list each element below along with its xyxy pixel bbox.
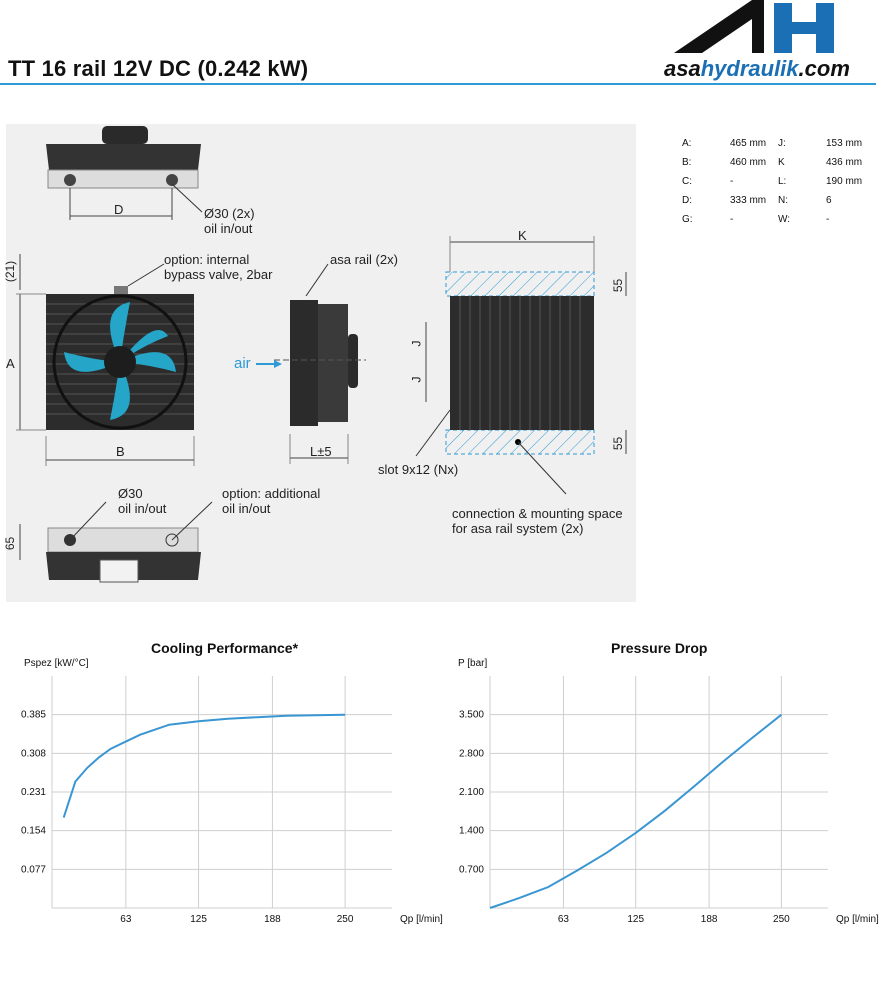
top-view [46,126,203,220]
y-tick-label: 0.077 [21,864,46,875]
spec-value: - [730,176,734,187]
ylabel-cooling: Pspez [kW/°C] [24,658,89,669]
y-tick-label: 0.700 [459,864,484,875]
label-D: D [114,202,124,217]
label-option-additional-1: option: additional [222,486,321,501]
label-B: B [116,444,125,459]
label-connection-2: for asa rail system (2x) [452,521,584,536]
spec-value: - [730,214,734,225]
spec-key: J: [778,138,786,149]
y-tick-label: 2.100 [459,787,484,798]
x-tick-label: 125 [190,914,207,925]
y-tick-label: 2.800 [459,748,484,759]
label-L5: L±5 [310,444,332,459]
label-oil-inout-2: oil in/out [118,501,167,516]
spec-key: N: [778,195,788,206]
label-option-bypass-2: bypass valve, 2bar [164,267,273,282]
spec-value: 153 mm [826,138,863,149]
label-dim55-bottom: 55 [611,436,626,451]
spec-value: 6 [826,195,832,206]
xlabel-pressure: Qp [l/min] [836,914,879,925]
label-connection-1: connection & mounting space [452,506,623,521]
label-asa-rail: asa rail (2x) [330,252,398,267]
label-air: air [234,355,251,372]
x-tick-label: 188 [701,914,718,925]
page-title: TT 16 rail 12V DC (0.242 kW) [8,56,309,81]
spec-value: 436 mm [826,157,863,168]
x-tick-label: 188 [264,914,281,925]
side-view [256,263,366,464]
logo-text: asahydraulik.com [664,56,850,81]
cooling-series-line [62,713,346,818]
y-tick-label: 0.385 [21,710,46,721]
x-tick-label: 125 [627,914,644,925]
spec-key: W: [778,214,791,225]
label-dim65: 65 [3,536,18,551]
spec-key: K [778,157,785,168]
y-tick-label: 0.231 [21,787,46,798]
rail-view [415,236,627,495]
spec-value: 465 mm [730,138,767,149]
header-rule [0,83,876,85]
label-dim55-top: 55 [611,278,626,293]
label-option-additional-2: oil in/out [222,501,271,516]
x-tick-label: 63 [120,914,132,925]
bottom-view [19,501,213,583]
spec-key: L: [778,176,787,187]
spec-value: - [826,214,830,225]
x-tick-label: 250 [337,914,354,925]
label-oil30: Ø30 [118,486,143,501]
label-K: K [518,228,527,243]
label-J1: J [409,340,424,347]
front-view [16,254,195,466]
chart-title-cooling: Cooling Performance* [151,640,299,656]
spec-value: 190 mm [826,176,863,187]
spec-value: 460 mm [730,157,767,168]
spec-value: 333 mm [730,195,767,206]
label-option-bypass-1: option: internal [164,252,250,267]
spec-key: D: [682,195,692,206]
y-tick-label: 3.500 [459,710,484,721]
asa-logo-mark [674,0,834,53]
y-tick-label: 0.154 [21,826,46,837]
spec-key: C: [682,176,692,187]
label-oil30-2x: Ø30 (2x) [204,206,255,221]
y-tick-label: 1.400 [459,826,484,837]
chart-title-pressure: Pressure Drop [611,640,708,656]
spec-key: B: [682,157,692,168]
pressure-series-line [489,713,783,909]
label-A: A [6,356,15,371]
technical-drawing: D Ø30 (2x) oil in/out (21) option: inter… [3,124,636,602]
spec-key: G: [682,214,693,225]
label-slot: slot 9x12 (Nx) [378,462,459,477]
x-tick-label: 63 [558,914,570,925]
y-tick-label: 0.308 [21,748,46,759]
label-oil-inout: oil in/out [204,221,253,236]
x-tick-label: 250 [773,914,790,925]
spec-key: A: [682,138,692,149]
label-dim21: (21) [3,260,18,283]
ylabel-pressure: P [bar] [458,658,488,669]
xlabel-cooling: Qp [l/min] [400,914,443,925]
label-J2: J [409,376,424,383]
